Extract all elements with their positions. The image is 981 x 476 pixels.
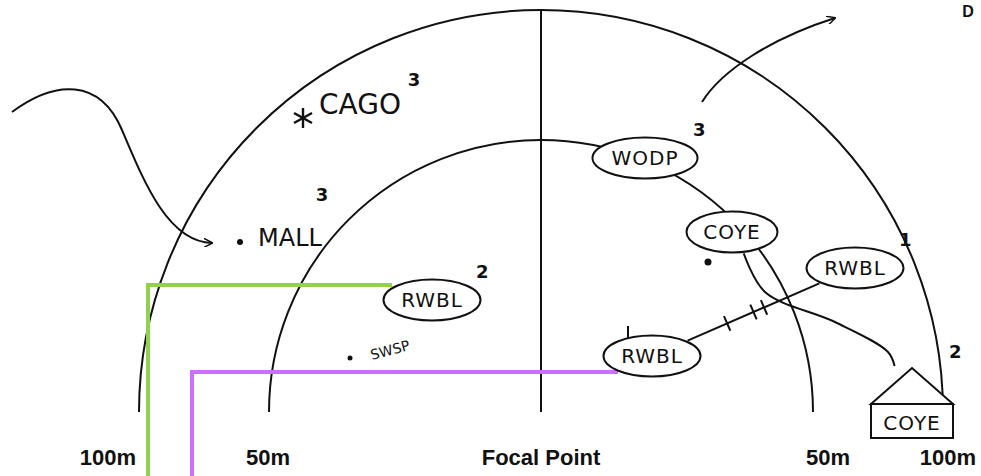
species-code: CAGO — [319, 91, 401, 119]
bird-ellipse: WODP3 — [591, 136, 699, 180]
highlight-leader — [192, 372, 618, 476]
distance-label: 100m — [920, 447, 976, 469]
node-ellipse — [384, 280, 481, 321]
connector-group — [688, 283, 820, 340]
count-number: 2 — [476, 262, 489, 282]
species-code: RWBL — [621, 345, 683, 367]
center-line — [540, 10, 542, 412]
node-ellipse — [807, 248, 904, 289]
bird-ellipse: RWBL1 — [805, 246, 905, 290]
species-code: SWSP — [369, 338, 411, 362]
house-body — [871, 404, 953, 438]
node-ellipse — [604, 336, 701, 377]
distance-label: 50m — [246, 447, 290, 469]
count-number: 1 — [899, 230, 912, 250]
count-number: 3 — [408, 71, 421, 89]
tick-mark — [724, 316, 730, 331]
distance-label: 100m — [80, 447, 136, 469]
bird-ellipse: RWBL — [602, 334, 702, 378]
species-code: RWBL — [824, 257, 886, 279]
species-code: MALL — [258, 226, 322, 250]
tick-mark — [750, 305, 756, 320]
node-ellipse — [687, 212, 778, 253]
count-number: 2 — [949, 342, 962, 362]
flight-arrow — [702, 18, 835, 102]
species-code: COYE — [703, 221, 760, 243]
node-ellipse — [593, 138, 698, 179]
species-code: RWBL — [401, 289, 463, 311]
asterisk-mark — [294, 108, 312, 128]
axis-label: Focal Point — [482, 447, 601, 469]
species-code: WODP — [612, 147, 679, 169]
house-roof — [871, 368, 953, 404]
movement-line — [688, 283, 820, 340]
tick-mark — [761, 300, 767, 315]
outer-range-arc — [139, 10, 943, 412]
bird-dot — [348, 356, 353, 361]
highlight-leader — [148, 285, 392, 476]
bird-ellipse: RWBL2 — [382, 278, 482, 322]
count-number: 3 — [316, 186, 329, 204]
distance-label: 50m — [806, 447, 850, 469]
count-number: 3 — [693, 120, 706, 140]
species-code: COYE — [883, 412, 940, 434]
bird-ellipse: COYE — [685, 210, 779, 254]
bird-dot — [705, 259, 712, 266]
corner-letter: D — [962, 4, 974, 20]
bird-dot — [237, 239, 243, 245]
nest-house: COYE2 — [869, 366, 955, 440]
flight-arrow — [12, 89, 212, 243]
